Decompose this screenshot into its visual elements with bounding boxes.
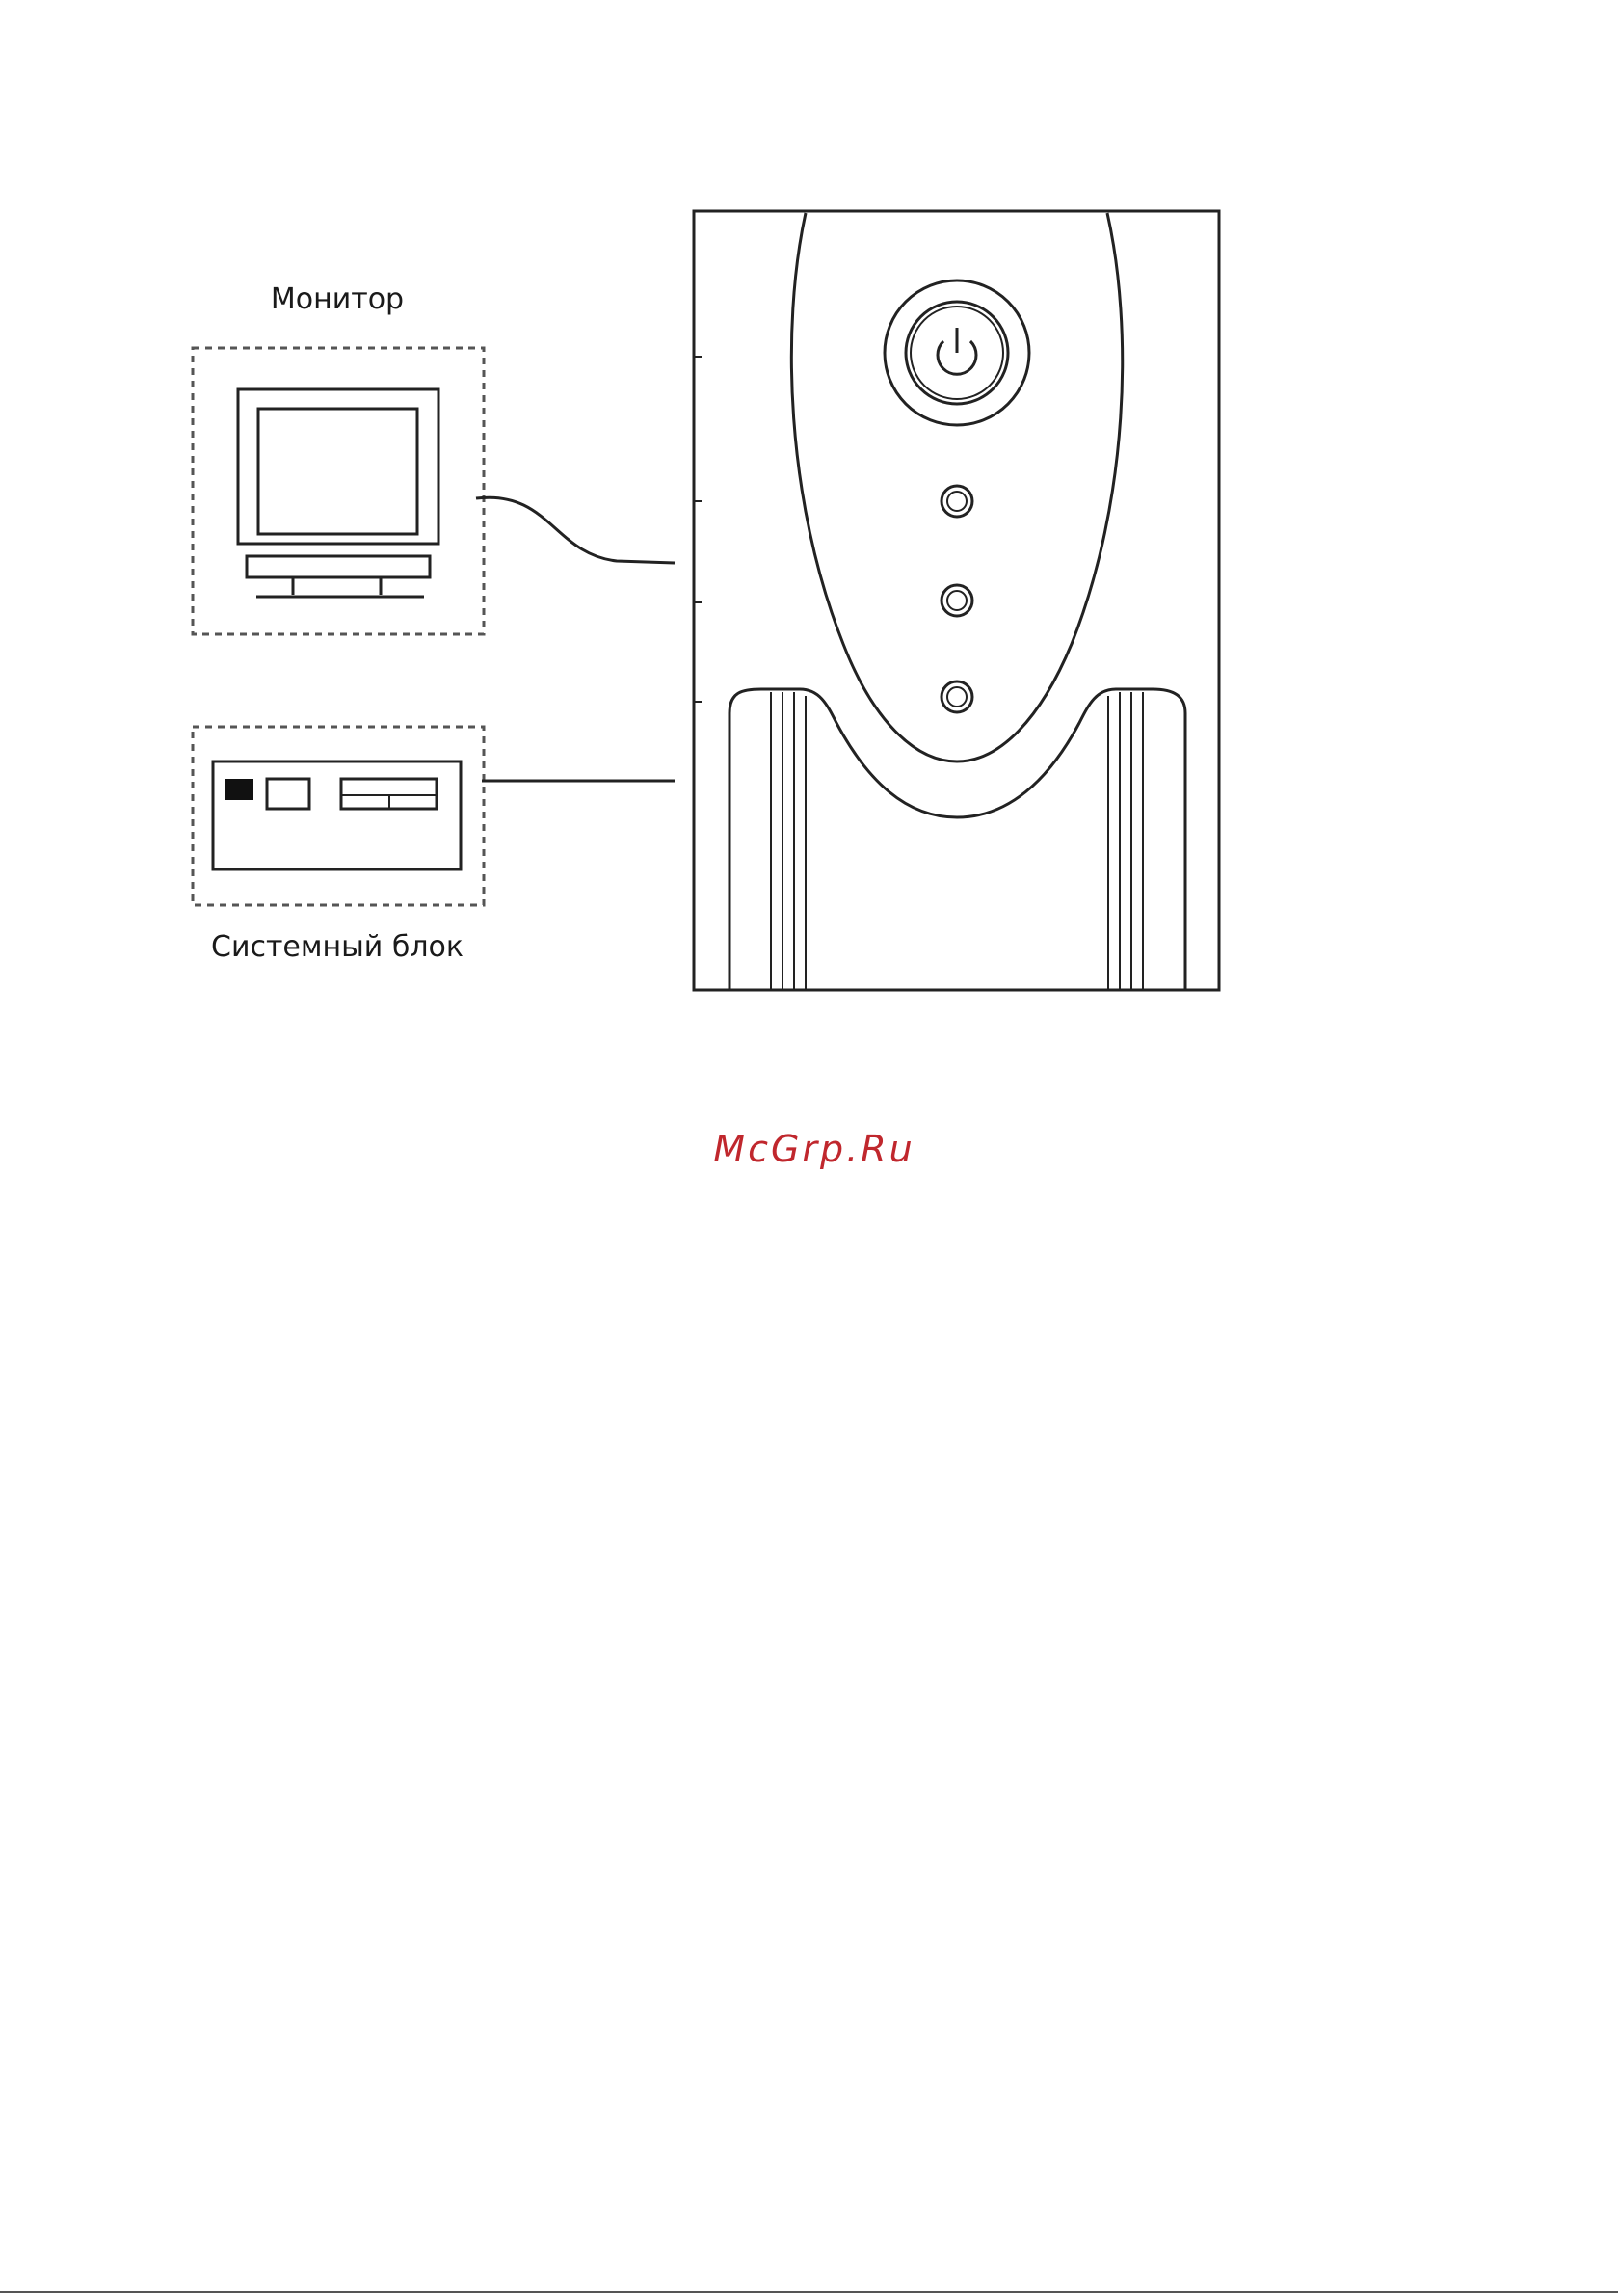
power-indicator-icon [225,779,253,800]
led-indicator-3 [942,681,972,712]
power-button[interactable] [885,280,1029,425]
system-unit-frame [193,727,484,905]
bottom-rule [0,2291,1618,2293]
led-indicator-1 [942,486,972,517]
ups-base-contour [729,689,1185,990]
system-unit-label: Системный блок [211,930,464,964]
monitor-icon [238,389,438,597]
monitor-frame [193,348,484,634]
monitor-label: Монитор [271,282,404,316]
led-indicator-2 [942,585,972,616]
watermark: McGrp.Ru [713,1128,915,1170]
monitor-cable [476,497,675,563]
power-icon [938,328,976,374]
ups-device [694,211,1219,990]
system-unit-icon [213,761,461,869]
